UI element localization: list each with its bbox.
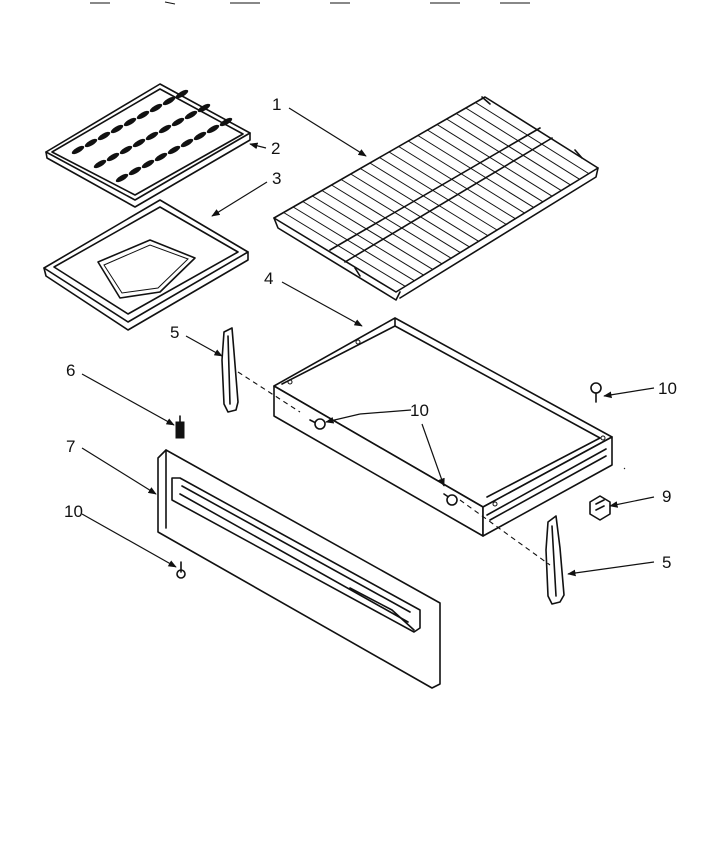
rack-bar (417, 135, 534, 208)
grid-slot (136, 110, 150, 120)
rack-bar (350, 173, 470, 248)
broiler-grid (45, 83, 251, 208)
callout-10-top-right: 10 (658, 379, 677, 398)
grid-slot (193, 131, 207, 141)
grid-slot (106, 152, 120, 162)
rack-bar (427, 129, 544, 203)
grid-slot (180, 138, 194, 148)
grid-slot (123, 117, 137, 127)
grid-slot (128, 166, 142, 176)
front-stud (175, 415, 185, 439)
rack-bar (379, 157, 498, 231)
grid-slot (110, 124, 124, 134)
callout-5-left: 5 (170, 323, 179, 342)
grid-slot (175, 89, 189, 99)
grid-slot (145, 131, 159, 141)
callout-9: 9 (662, 487, 671, 506)
grid-slot (132, 138, 146, 148)
drawer-front-panel (157, 449, 441, 689)
grid-slot (171, 117, 185, 127)
rack-bar (340, 179, 461, 253)
grid-slot (149, 103, 163, 113)
rack-bar (408, 140, 525, 214)
grid-slot (167, 145, 181, 155)
rack-bar (455, 113, 571, 186)
callout-5-right: 5 (662, 553, 671, 572)
grid-slot (154, 152, 168, 162)
rack-bar (331, 184, 452, 259)
rack-bar (446, 118, 562, 191)
rack-bar (360, 168, 479, 242)
rack-bar (398, 146, 516, 220)
callout-3: 3 (272, 169, 281, 188)
screw-drawer-side-left (309, 418, 326, 430)
top-edge-marks (90, 1, 530, 5)
rack-bar (302, 201, 424, 276)
grid-slot (93, 159, 107, 169)
callout-7: 7 (66, 437, 75, 456)
grid-slot (184, 110, 198, 120)
screw-bottom-left (176, 561, 186, 579)
rack-bar (283, 212, 406, 287)
drawer-clip (589, 495, 611, 521)
callout-10-center: 10 (410, 401, 429, 420)
grid-slot (84, 138, 98, 148)
stray-mark (623, 467, 626, 470)
rack-bar (388, 151, 507, 225)
drawer-glide-left (221, 327, 239, 413)
grid-slot (97, 131, 111, 141)
callout-2: 2 (271, 139, 280, 158)
callout-4: 4 (264, 269, 273, 288)
grid-slot (219, 117, 233, 127)
grid-slot (158, 124, 172, 134)
screw-drawer-side-right (443, 493, 458, 506)
grid-slot (119, 145, 133, 155)
callout-1: 1 (272, 95, 281, 114)
rack-bar (292, 206, 415, 282)
rack-bar (369, 162, 489, 237)
screw-top-right (590, 382, 602, 403)
drawer-glide-right (545, 515, 565, 605)
rack-bar (475, 102, 590, 175)
rack-bar (436, 124, 553, 197)
rack-bar (465, 107, 580, 180)
leader-lines (81, 107, 655, 577)
callout-6: 6 (66, 361, 75, 380)
grid-slot (162, 96, 176, 106)
oven-rack (273, 96, 599, 301)
grid-slot (115, 173, 129, 183)
broiler-pan (43, 199, 249, 331)
grid-slot (141, 159, 155, 169)
grid-slot (206, 124, 220, 134)
grid-slot (197, 103, 211, 113)
callout-10-bottom-left: 10 (64, 502, 83, 521)
rack-bar (312, 195, 433, 270)
rack-bar (321, 190, 443, 265)
grid-slot (71, 145, 85, 155)
